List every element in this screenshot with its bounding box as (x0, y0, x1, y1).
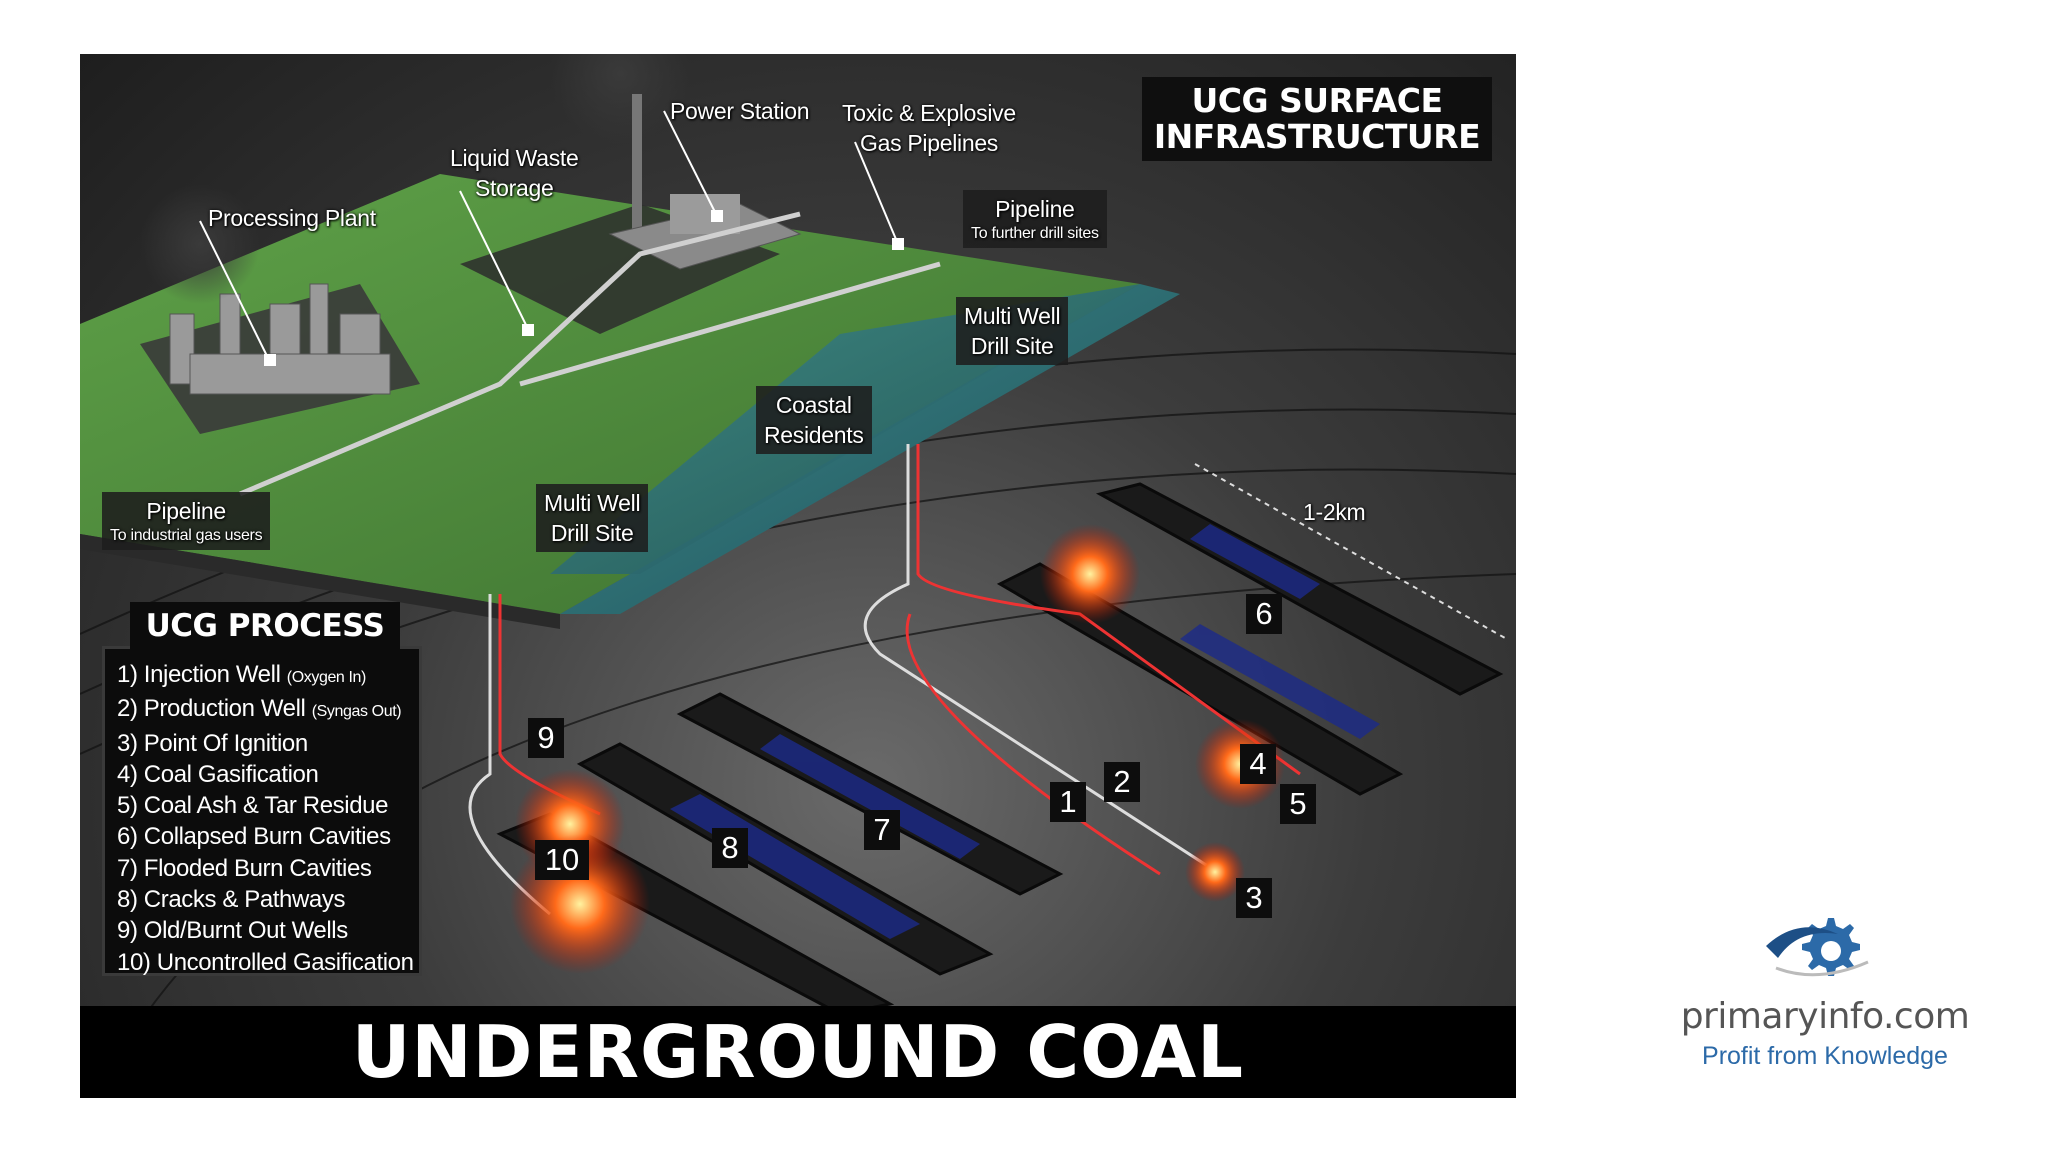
surface-title: UCG SURFACE INFRASTRUCTURE (1142, 77, 1492, 161)
smoke (140, 184, 260, 304)
label-multi-well-left-line1: Multi Well (544, 490, 641, 516)
marker-4: 4 (1240, 744, 1276, 784)
label-toxic-pipelines: Toxic & Explosive Gas Pipelines (842, 98, 1016, 158)
label-multi-well-left-line2: Drill Site (550, 520, 634, 546)
label-pipeline-further: Pipeline To further drill sites (963, 190, 1107, 248)
label-toxic-pipelines-line1: Toxic & Explosive (842, 100, 1016, 126)
label-multi-well-right-line2: Drill Site (970, 333, 1054, 359)
label-pipeline-further-title: Pipeline (995, 196, 1075, 222)
label-toxic-pipelines-line2: Gas Pipelines (860, 130, 999, 156)
marker-3: 3 (1236, 878, 1272, 918)
marker-6: 6 (1246, 594, 1282, 634)
label-coastal-line2: Residents (764, 422, 864, 448)
leader-markers (264, 210, 904, 366)
leader-lines (199, 110, 899, 363)
brand-name: primaryinfo.com (1680, 996, 1970, 1037)
legend-list: 1) Injection Well (Oxygen In) 2) Product… (105, 649, 419, 978)
smoke (550, 54, 690, 144)
processing-plant (169, 283, 391, 395)
label-pipeline-further-sub: To further drill sites (971, 225, 1099, 242)
label-liquid-waste-line2: Storage (475, 175, 554, 201)
legend-item: 7) Flooded Burn Cavities (117, 854, 372, 882)
label-pipeline-industrial: Pipeline To industrial gas users (102, 492, 271, 550)
surface-pipelines (239, 211, 941, 497)
legend-item: 5) Coal Ash & Tar Residue (117, 792, 389, 820)
ucg-process-legend: 1) Injection Well (Oxygen In) 2) Product… (102, 646, 422, 976)
surface-title-line1: UCG SURFACE (1191, 81, 1443, 120)
label-coastal-line1: Coastal (775, 392, 852, 418)
label-multi-well-right-line1: Multi Well (964, 303, 1061, 329)
banner-title: UNDERGROUND COAL GASIFICATION (80, 1006, 1516, 1098)
marker-8: 8 (712, 828, 748, 868)
legend-title: UCG PROCESS (130, 602, 400, 650)
gear-swoosh-icon (1766, 918, 1869, 977)
legend-item: 3) Point Of Ignition (117, 729, 308, 757)
marker-1: 1 (1050, 782, 1086, 822)
label-liquid-waste: Liquid Waste Storage (450, 143, 579, 203)
label-power-station: Power Station (670, 98, 810, 124)
legend-item: 4) Coal Gasification (117, 760, 319, 788)
label-pipeline-industrial-title: Pipeline (146, 498, 226, 524)
label-processing-plant: Processing Plant (208, 205, 376, 231)
marker-9: 9 (528, 718, 564, 758)
label-distance: 1-2km (1303, 499, 1366, 525)
label-multi-well-left: Multi Well Drill Site (536, 484, 649, 552)
legend-item: 2) Production Well (Syngas Out) (117, 695, 402, 723)
marker-2: 2 (1104, 762, 1140, 802)
legend-item: 1) Injection Well (Oxygen In) (117, 661, 366, 688)
surface-title-line2: INFRASTRUCTURE (1153, 117, 1481, 156)
legend-item: 6) Collapsed Burn Cavities (117, 823, 391, 851)
label-coastal-residents: Coastal Residents (756, 386, 872, 454)
marker-10: 10 (535, 840, 589, 880)
legend-item: 8) Cracks & Pathways (117, 886, 346, 914)
legend-item: 9) Old/Burnt Out Wells (117, 917, 348, 945)
legend-item: 10) Uncontrolled Gasification (117, 948, 414, 976)
ucg-infographic: UCG SURFACE INFRASTRUCTURE Power Station… (80, 54, 1516, 1098)
marker-7: 7 (864, 810, 900, 850)
label-pipeline-industrial-sub: To industrial gas users (110, 527, 263, 544)
marker-5: 5 (1280, 784, 1316, 824)
label-multi-well-right: Multi Well Drill Site (956, 297, 1069, 365)
label-liquid-waste-line1: Liquid Waste (450, 145, 579, 171)
brand-logo: primaryinfo.com Profit from Knowledge (1660, 890, 1990, 1080)
brand-tagline: Profit from Knowledge (1702, 1042, 1948, 1070)
